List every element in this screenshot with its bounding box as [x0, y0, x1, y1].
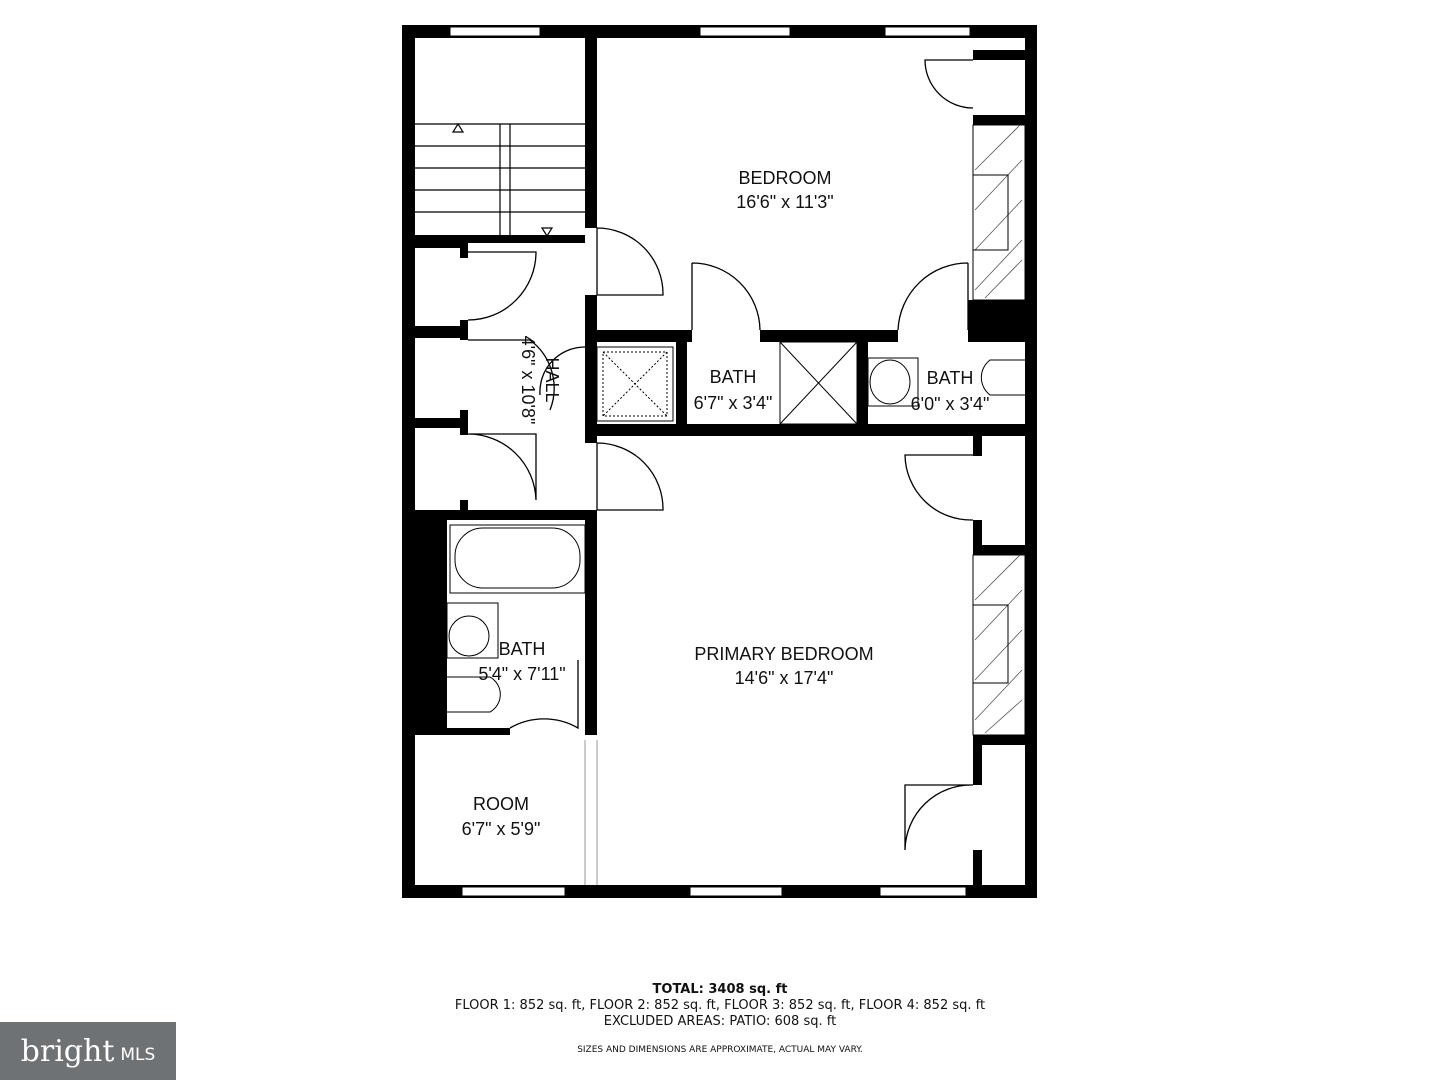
room-size: 6'0" x 3'4" [911, 394, 990, 414]
room-name: BEDROOM [738, 168, 831, 188]
room-size: 6'7" x 5'9" [462, 819, 541, 839]
room-name: HALL [542, 357, 562, 402]
room-size: 14'6" x 17'4" [735, 668, 834, 688]
room-hall: HALL 4'6" x 10'8" [518, 336, 562, 425]
room-size: 5'4" x 7'11" [478, 664, 565, 684]
bright-mls-logo: bright MLS [0, 1022, 176, 1080]
room-primary-bedroom: PRIMARY BEDROOM 14'6" x 17'4" [694, 644, 873, 688]
room-name: PRIMARY BEDROOM [694, 644, 873, 664]
room-size: 4'6" x 10'8" [518, 336, 538, 425]
room-bath-3: BATH 5'4" x 7'11" [478, 639, 565, 684]
total-area: TOTAL: 3408 sq. ft [652, 982, 788, 997]
walls [402, 25, 1037, 898]
logo-text: bright [20, 1033, 115, 1069]
room-room: ROOM 6'7" x 5'9" [462, 794, 541, 839]
room-size: 16'6" x 11'3" [736, 192, 833, 212]
room-name: ROOM [473, 794, 529, 814]
room-size: 6'7" x 3'4" [694, 393, 773, 413]
fixtures [446, 124, 1026, 885]
excluded-areas: EXCLUDED AREAS: PATIO: 608 sq. ft [603, 1014, 837, 1029]
room-name: BATH [927, 368, 974, 388]
room-name: BATH [710, 367, 757, 387]
room-name: BATH [499, 639, 546, 659]
windows [449, 26, 971, 897]
doors [467, 59, 974, 851]
room-bath-2: BATH 6'0" x 3'4" [911, 368, 990, 414]
floor-areas: FLOOR 1: 852 sq. ft, FLOOR 2: 852 sq. ft… [454, 998, 986, 1013]
disclaimer: SIZES AND DIMENSIONS ARE APPROXIMATE, AC… [577, 1045, 863, 1055]
room-bath-1: BATH 6'7" x 3'4" [694, 367, 773, 413]
room-bedroom: BEDROOM 16'6" x 11'3" [736, 168, 833, 212]
logo-suffix: MLS [120, 1045, 156, 1065]
floor-plan: BEDROOM 16'6" x 11'3" HALL 4'6" x 10'8" … [402, 25, 1037, 898]
stairs [415, 122, 585, 240]
